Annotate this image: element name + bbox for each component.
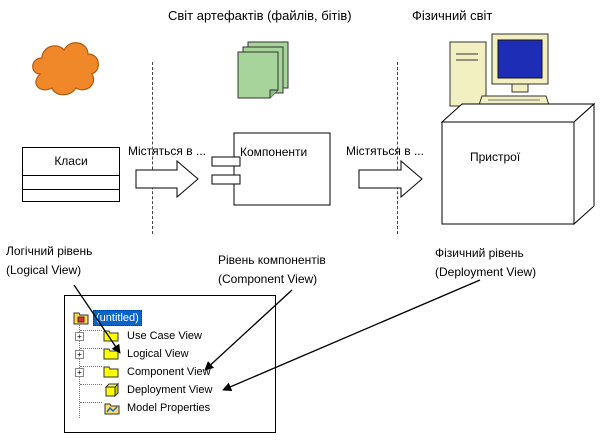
artifact-world-label: Світ артефактів (файлів, бітів): [168, 8, 352, 23]
computer-icon: [449, 33, 551, 109]
arrow-deployment: [222, 279, 481, 391]
tree-item-logical-view[interactable]: + Logical View: [65, 346, 265, 362]
separator-logical-component: [152, 62, 153, 234]
node-box: [440, 102, 596, 226]
arrow-component: [204, 289, 293, 371]
tree-item-label: Logical View: [127, 348, 189, 360]
document-stack-icon: [237, 41, 289, 99]
folder-icon: [103, 366, 119, 378]
block-arrow-right-1: [135, 160, 199, 198]
tree-item-use-case-view[interactable]: + Use Case View: [65, 328, 265, 344]
expand-icon[interactable]: +: [75, 350, 84, 359]
separator-component-physical: [397, 62, 398, 234]
node-label: Пристрої: [470, 150, 521, 164]
logical-level-label: Логічний рівень (Logical View): [6, 244, 93, 277]
tree-item-component-view[interactable]: + Component View: [65, 364, 265, 380]
class-box: Класи: [22, 147, 120, 202]
class-box-title: Класи: [23, 148, 119, 176]
component-label: Компоненти: [240, 145, 308, 159]
block-arrow-right-2: [358, 160, 423, 198]
contained-label-1: Містяться в ...: [128, 144, 206, 158]
component-level-label: Рівень компонентів (Component View): [218, 253, 326, 286]
tree-item-label: Component View: [127, 366, 211, 378]
model-properties-icon: [104, 403, 120, 415]
component-symbol: [211, 132, 331, 206]
tree-item-model-properties[interactable]: Model Properties: [65, 400, 265, 416]
contained-label-2: Містяться в ...: [346, 144, 424, 158]
tree-item-label: Model Properties: [127, 402, 211, 414]
expand-icon[interactable]: +: [75, 368, 84, 377]
model-browser-panel: (untitled) + Use Case View + Logical Vie…: [64, 295, 276, 433]
tree-item-label: Use Case View: [127, 330, 202, 342]
tree-root[interactable]: (untitled): [65, 310, 265, 326]
class-box-attributes: [23, 176, 119, 190]
arrow-logical: [73, 284, 121, 354]
expand-icon[interactable]: +: [75, 332, 84, 341]
physical-level-label: Фізичний рівень (Deployment View): [435, 246, 537, 279]
deployment-node-icon: [105, 383, 119, 397]
tree-item-deployment-view[interactable]: Deployment View: [65, 382, 265, 398]
model-root-icon: [73, 312, 89, 325]
physical-world-label: Фізичний світ: [412, 8, 493, 23]
tree-item-label: Deployment View: [127, 384, 213, 396]
cloud-icon: [32, 42, 99, 96]
tree-root-label: (untitled): [93, 310, 142, 326]
